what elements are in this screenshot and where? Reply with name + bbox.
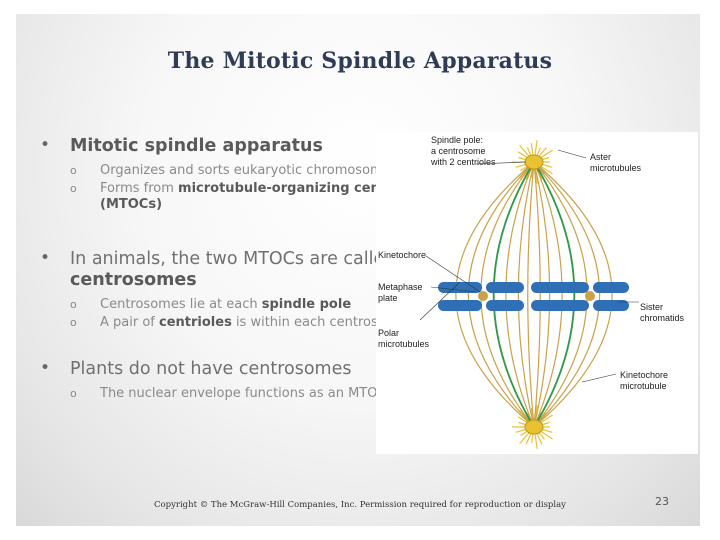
bullet-plants: • Plants do not have centrosomes	[40, 359, 420, 380]
centromere	[585, 291, 595, 301]
copyright-notice: Copyright © The McGraw-Hill Companies, I…	[0, 500, 720, 510]
chromatid	[593, 282, 629, 293]
chromatid	[486, 282, 524, 293]
sub-bullet-nuclear-envelope: o The nuclear envelope functions as an M…	[40, 386, 420, 402]
label-polar-microtubules: microtubules	[378, 339, 430, 349]
sub-bullet-marker: o	[70, 297, 77, 313]
sub-bullet-marker: o	[70, 181, 77, 197]
chromatid	[531, 300, 589, 311]
centrosome-bottom	[525, 420, 543, 434]
label-centrosome: a centrosome	[431, 146, 486, 156]
bullet-animals: • In animals, the two MTOCs are called c…	[40, 249, 420, 291]
label-kinetochore-mt: Kinetochore	[620, 370, 668, 380]
slide-title: The Mitotic Spindle Apparatus	[0, 48, 720, 74]
bullet-spindle-apparatus: • Mitotic spindle apparatus	[40, 136, 420, 157]
chromatid	[438, 282, 482, 293]
label-aster: Aster	[590, 152, 611, 162]
label-centrioles: with 2 centrioles	[430, 157, 496, 167]
sub-bullet-organizes: o Organizes and sorts eukaryotic chromos…	[40, 163, 420, 179]
sub-bullet-marker: o	[70, 386, 77, 402]
label-kinetochore: Kinetochore	[378, 250, 426, 260]
centromere	[478, 291, 488, 301]
sub-bullet-centrosomes-lie: o Centrosomes lie at each spindle pole	[40, 297, 420, 313]
bullet-dot: •	[40, 135, 50, 156]
bullet-list: • Mitotic spindle apparatus o Organizes …	[40, 136, 420, 402]
label-sister: Sister	[640, 302, 663, 312]
chromatid	[531, 282, 589, 293]
label-chromatids: chromatids	[640, 313, 685, 323]
chromatid	[486, 300, 524, 311]
label-metaphase: Metaphase	[378, 282, 423, 292]
label-polar: Polar	[378, 328, 399, 338]
label-plate: plate	[378, 293, 398, 303]
sub-bullet-forms: o Forms from microtubule-organizing cent…	[40, 181, 420, 213]
bullet-dot: •	[40, 358, 50, 379]
centrosome-top	[525, 155, 543, 169]
sub-bullet-marker: o	[70, 315, 77, 331]
label-spindle-pole: Spindle pole:	[431, 135, 483, 145]
page-number: 23	[655, 495, 669, 508]
sub-bullet-centrioles: o A pair of centrioles is within each ce…	[40, 315, 420, 331]
sub-bullet-marker: o	[70, 163, 77, 179]
mitotic-spindle-figure: Spindle pole: a centrosome with 2 centri…	[376, 132, 698, 454]
bullet-dot: •	[40, 248, 50, 269]
label-kinetochore-microtubule: microtubule	[620, 381, 667, 391]
chromatid	[438, 300, 482, 311]
chromatid	[593, 300, 629, 311]
label-aster-microtubules: microtubules	[590, 163, 642, 173]
